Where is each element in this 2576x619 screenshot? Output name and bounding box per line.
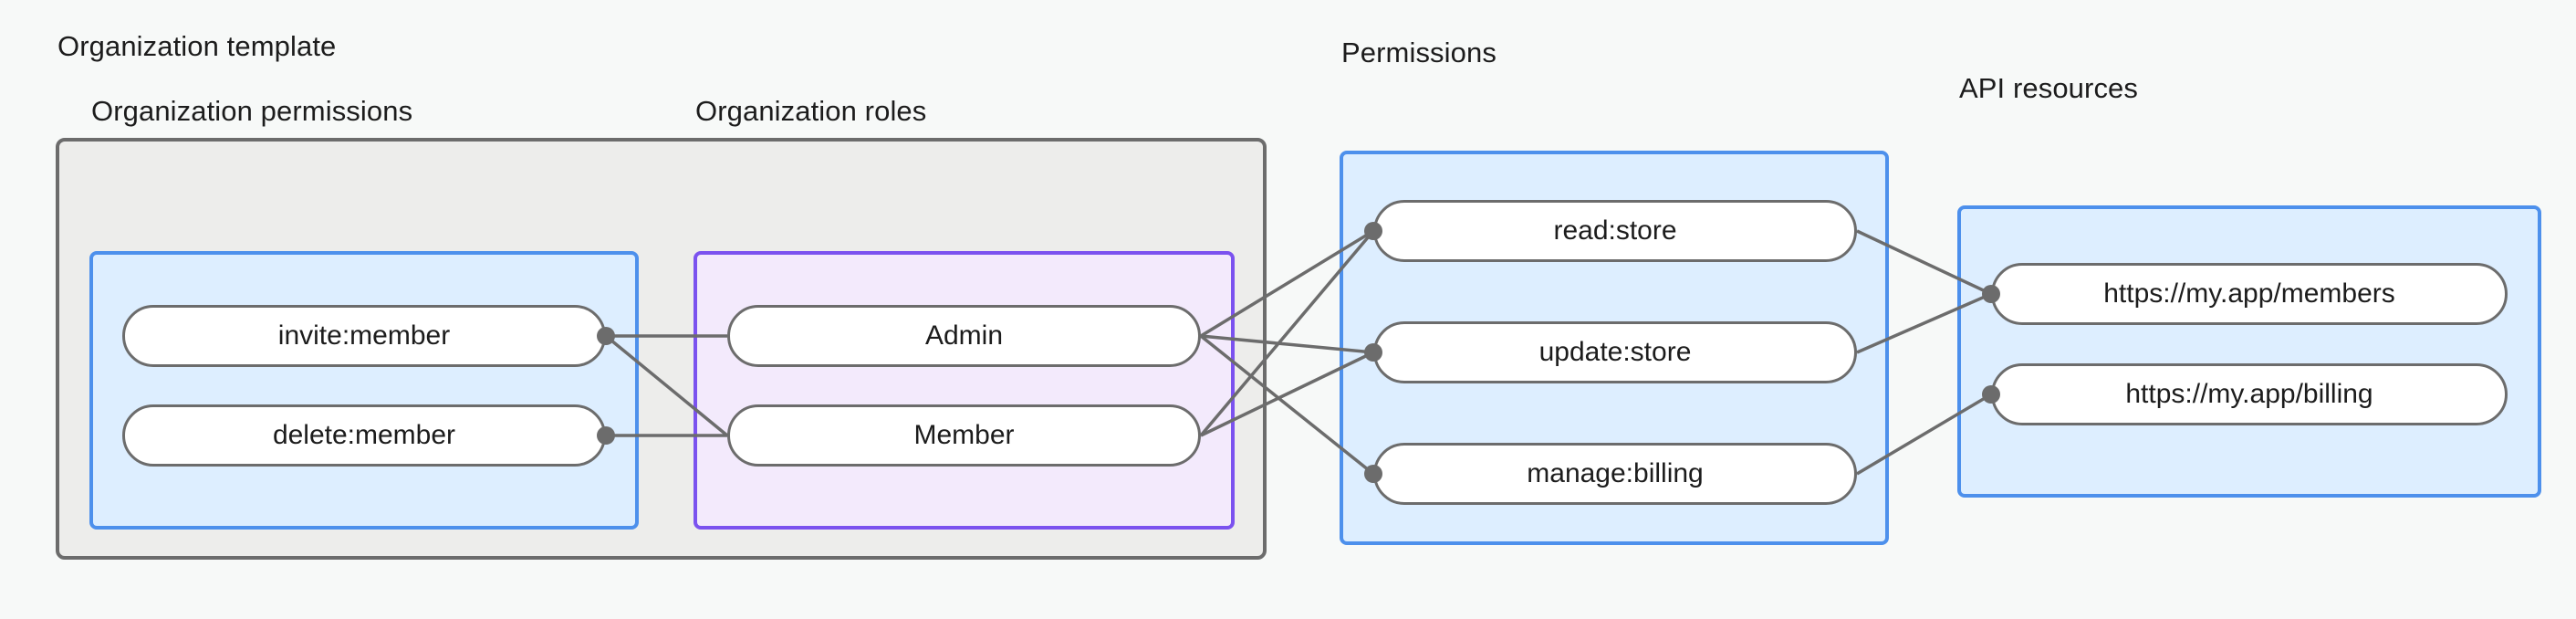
node-label: invite:member — [277, 320, 451, 351]
connector-dot-billing-url — [1982, 385, 2000, 404]
connector-dot-invite-member — [597, 327, 615, 345]
node-read-store[interactable]: read:store — [1373, 200, 1857, 262]
api-resources-label: API resources — [1959, 72, 2138, 104]
node-label: https://my.app/billing — [2125, 379, 2373, 409]
organization-permissions-group — [89, 251, 639, 530]
connector-dot-delete-member — [597, 426, 615, 445]
api-resources-group — [1957, 205, 2541, 498]
permissions-label: Permissions — [1341, 37, 1497, 68]
node-label: https://my.app/members — [2103, 278, 2395, 309]
node-label: manage:billing — [1527, 458, 1704, 488]
node-members-url[interactable]: https://my.app/members — [1991, 263, 2508, 325]
node-invite-member[interactable]: invite:member — [122, 305, 606, 367]
connector-dot-read-store — [1364, 222, 1382, 240]
node-label: update:store — [1538, 337, 1692, 367]
organization-template-label: Organization template — [57, 30, 337, 62]
connector-dot-manage-billing — [1364, 465, 1382, 483]
node-label: delete:member — [272, 420, 456, 450]
organization-permissions-label: Organization permissions — [91, 95, 413, 127]
node-billing-url[interactable]: https://my.app/billing — [1991, 363, 2508, 425]
node-admin[interactable]: Admin — [727, 305, 1201, 367]
organization-roles-group — [694, 251, 1235, 530]
node-label: read:store — [1553, 215, 1677, 246]
node-member[interactable]: Member — [727, 404, 1201, 467]
node-manage-billing[interactable]: manage:billing — [1373, 443, 1857, 505]
node-update-store[interactable]: update:store — [1373, 321, 1857, 383]
connector-dot-update-store — [1364, 343, 1382, 362]
node-delete-member[interactable]: delete:member — [122, 404, 606, 467]
connector-dot-members-url — [1982, 285, 2000, 303]
node-label: Member — [913, 420, 1015, 450]
organization-roles-label: Organization roles — [695, 95, 927, 127]
node-label: Admin — [924, 320, 1004, 351]
